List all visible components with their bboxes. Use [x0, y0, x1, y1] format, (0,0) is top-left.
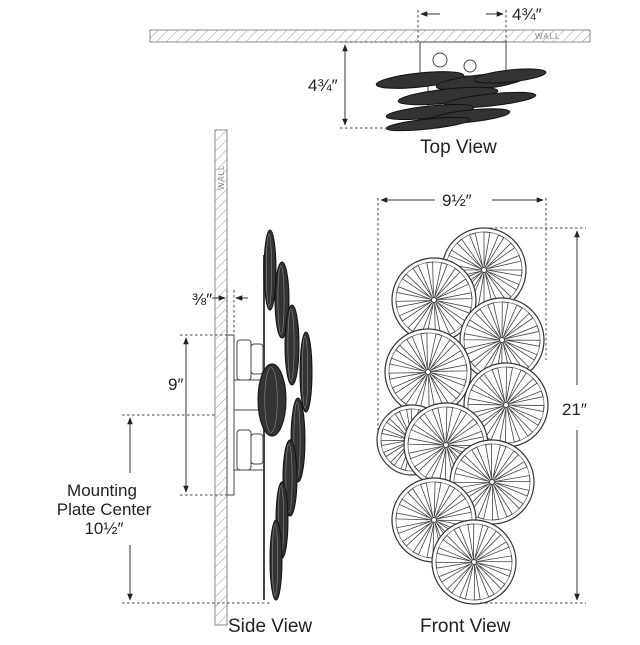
top-view: WALL 4¾″ 4¾″ Top View: [149, 5, 591, 158]
side-disc: [274, 261, 290, 339]
side-view-wall-label: WALL: [217, 165, 226, 191]
front-disc: [431, 519, 517, 605]
side-disc: [257, 363, 287, 437]
top-offset-dimension: 4¾″: [512, 5, 542, 24]
top-disc: [473, 68, 547, 84]
side-socket-lower: [236, 429, 252, 471]
top-depth-dimension: 4¾″: [308, 76, 338, 95]
top-view-label: Top View: [420, 137, 497, 158]
mounting-plate-label-line1: Mounting: [67, 481, 137, 500]
front-disc: [384, 328, 472, 416]
front-width-dimension: 9½″: [442, 191, 472, 210]
front-view-label: Front View: [420, 616, 511, 637]
front-view: 9½″ 21″ Front View: [376, 191, 587, 637]
side-disc: [284, 304, 300, 386]
side-view-label: Side View: [228, 616, 312, 637]
top-view-wall: [149, 29, 591, 43]
top-disc: [375, 71, 465, 89]
mounting-plate-value: 10½″: [84, 519, 123, 538]
side-plate-dimension: ⅜″: [192, 290, 212, 309]
side-backplate-dimension: 9″: [168, 375, 183, 394]
side-view: WALL ⅜″ 9″ Mounting Plate Center 10½″: [57, 129, 313, 637]
front-height-dimension: 21″: [562, 400, 587, 419]
top-view-wall-label: WALL: [535, 32, 561, 41]
side-socket-upper: [236, 339, 252, 381]
side-disc: [299, 331, 313, 413]
side-disc: [263, 229, 277, 311]
front-disc: [391, 257, 477, 343]
side-view-discs: [257, 229, 313, 601]
front-view-discs: [376, 227, 549, 605]
side-disc: [269, 519, 283, 601]
side-view-wall: [214, 129, 228, 626]
top-disc: [385, 103, 475, 121]
side-backplate: [226, 334, 235, 496]
top-view-fixture: [375, 41, 547, 132]
mounting-plate-label-line2: Plate Center: [57, 500, 152, 519]
